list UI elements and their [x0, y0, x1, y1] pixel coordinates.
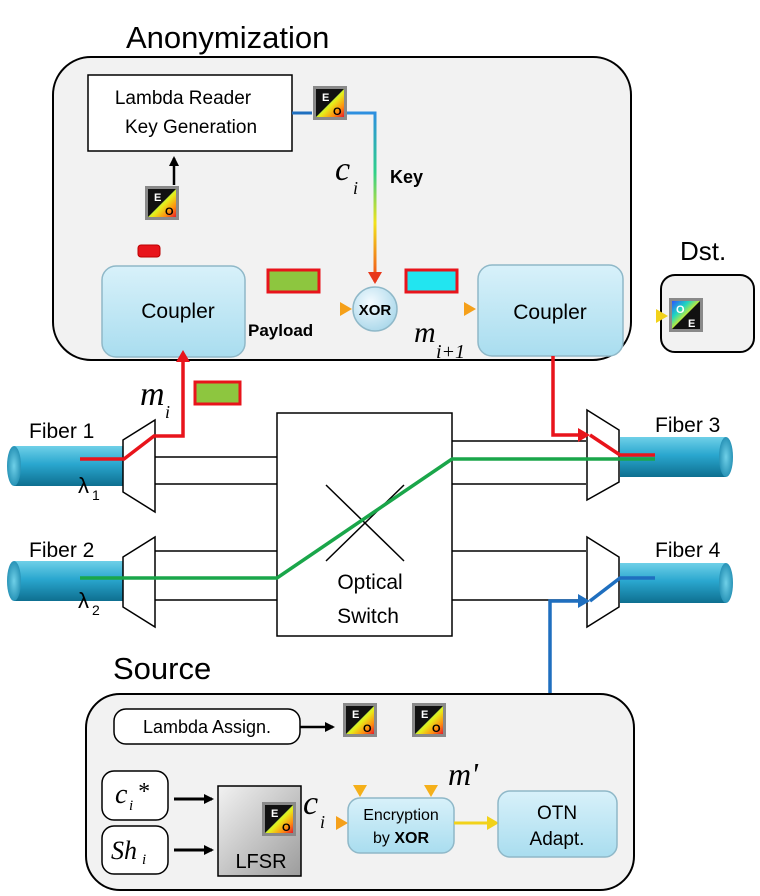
demux-fiber-1 — [122, 418, 156, 514]
otn-adapt-box — [497, 790, 618, 858]
encryption-xor: XOR — [394, 830, 429, 847]
otn-label-2: Adapt. — [530, 829, 585, 850]
lambda-1-sub: 1 — [92, 487, 100, 503]
m-next-label: m — [414, 316, 436, 349]
demux-fiber-2 — [122, 535, 156, 629]
red-lightpath-in — [80, 362, 185, 461]
sh-sub: i — [142, 852, 146, 868]
encryption-arrowhead — [487, 816, 499, 830]
red-lightpath-fiber3 — [589, 433, 655, 457]
lfsr-arrowhead — [336, 816, 348, 830]
ci-key-label: c — [335, 151, 350, 188]
svg-text:E: E — [154, 192, 161, 204]
mi-sub: i — [165, 402, 170, 422]
svg-text:E: E — [688, 318, 695, 330]
switch-cross-b — [325, 484, 405, 562]
green-lightpath — [80, 457, 655, 580]
svg-text:O: O — [282, 822, 291, 834]
header-packet-red — [137, 244, 161, 258]
key-label: Key — [390, 167, 423, 187]
dst-arrowhead — [656, 309, 668, 323]
oe-converter-dst: O E — [669, 298, 703, 332]
lambda-assign-label: Lambda Assign. — [143, 717, 271, 737]
ci-key-sub: i — [353, 178, 358, 198]
switch-port-lines — [155, 440, 586, 601]
fiber-2-label: Fiber 2 — [29, 539, 94, 562]
fiber-4-cylinder — [620, 563, 733, 603]
switch-label-1: Optical — [337, 571, 402, 594]
svg-text:E: E — [421, 709, 428, 721]
otn-label-1: OTN — [537, 803, 577, 824]
assign-arrowhead — [353, 785, 367, 797]
coupler-left-label: Coupler — [141, 300, 215, 323]
payload-label: Payload — [248, 321, 313, 340]
lfsr-label: LFSR — [235, 851, 286, 873]
red-arrowhead-right — [578, 428, 590, 442]
blue-arrowhead-right — [578, 594, 590, 608]
fiber-4-label: Fiber 4 — [655, 539, 721, 562]
svg-text:O: O — [165, 206, 174, 218]
xor-arrowhead — [464, 302, 476, 316]
source-title: Source — [113, 651, 211, 686]
ci-star-box — [101, 770, 169, 821]
red-lightpath-out — [551, 356, 582, 437]
xor-label: XOR — [359, 302, 392, 319]
ci-star-c: c — [115, 779, 128, 810]
fiber-2-cylinder — [7, 561, 124, 601]
ci-star-sub: i — [129, 798, 133, 814]
svg-text:O: O — [333, 106, 342, 118]
coupler-right-label: Coupler — [513, 301, 587, 324]
switch-label-2: Switch — [337, 605, 399, 628]
eo-converter-assign: E O — [343, 703, 377, 737]
eo-converter-reader: E O — [145, 186, 179, 220]
ci-source-label: c — [303, 785, 318, 822]
fiber-3-cylinder — [620, 437, 733, 477]
red-arrowhead-up — [176, 350, 190, 362]
m-prime-label: m' — [448, 756, 479, 792]
fiber-1-label: Fiber 1 — [29, 420, 94, 443]
svg-text:E: E — [352, 709, 359, 721]
ci-source-sub: i — [320, 812, 325, 832]
lambda-reader-box — [87, 74, 293, 152]
svg-text:O: O — [432, 723, 441, 735]
sh-label: Sh — [111, 836, 137, 865]
lambda-reader-label: Lambda Reader — [115, 88, 252, 109]
message-arrowhead — [424, 785, 438, 797]
lambda-1-label: λ — [78, 473, 89, 498]
lambda-2-sub: 2 — [92, 602, 100, 618]
coupler-right — [477, 264, 624, 357]
key-line — [347, 111, 377, 282]
eo-converter-key: E O — [313, 86, 347, 120]
eo-converter-message: E O — [412, 703, 446, 737]
mux-fiber-3 — [586, 408, 620, 502]
fiber-1-cylinder — [7, 446, 124, 486]
encryption-box — [347, 797, 455, 854]
encryption-by: by — [373, 830, 394, 847]
payload-arrowhead — [340, 302, 352, 316]
payload-packet — [266, 268, 321, 294]
key-generation-label: Key Generation — [125, 117, 257, 138]
lambda-2-label: λ — [78, 588, 89, 613]
key-arrowhead — [368, 272, 382, 284]
svg-text:E: E — [322, 92, 329, 104]
encryption-label: Encryption — [363, 807, 439, 824]
mux-fiber-4 — [586, 535, 620, 629]
input-packet — [193, 380, 242, 406]
sh-box — [101, 825, 169, 875]
mi-label: m — [140, 376, 165, 413]
svg-text:O: O — [676, 304, 685, 316]
blue-lightpath-fiber4 — [588, 576, 655, 603]
ci-star-suffix: * — [137, 779, 149, 805]
coupler-left — [101, 265, 246, 358]
m-next-sub: i+1 — [436, 341, 465, 363]
anonymization-title: Anonymization — [126, 20, 329, 55]
svg-text:O: O — [363, 723, 372, 735]
anonymized-packet — [404, 268, 459, 294]
fiber-3-label: Fiber 3 — [655, 414, 720, 437]
encryption-by-line: by XOR — [373, 830, 429, 847]
eo-converter-lfsr: E O — [262, 802, 296, 836]
destination-title: Dst. — [680, 236, 726, 266]
svg-text:E: E — [271, 808, 278, 820]
